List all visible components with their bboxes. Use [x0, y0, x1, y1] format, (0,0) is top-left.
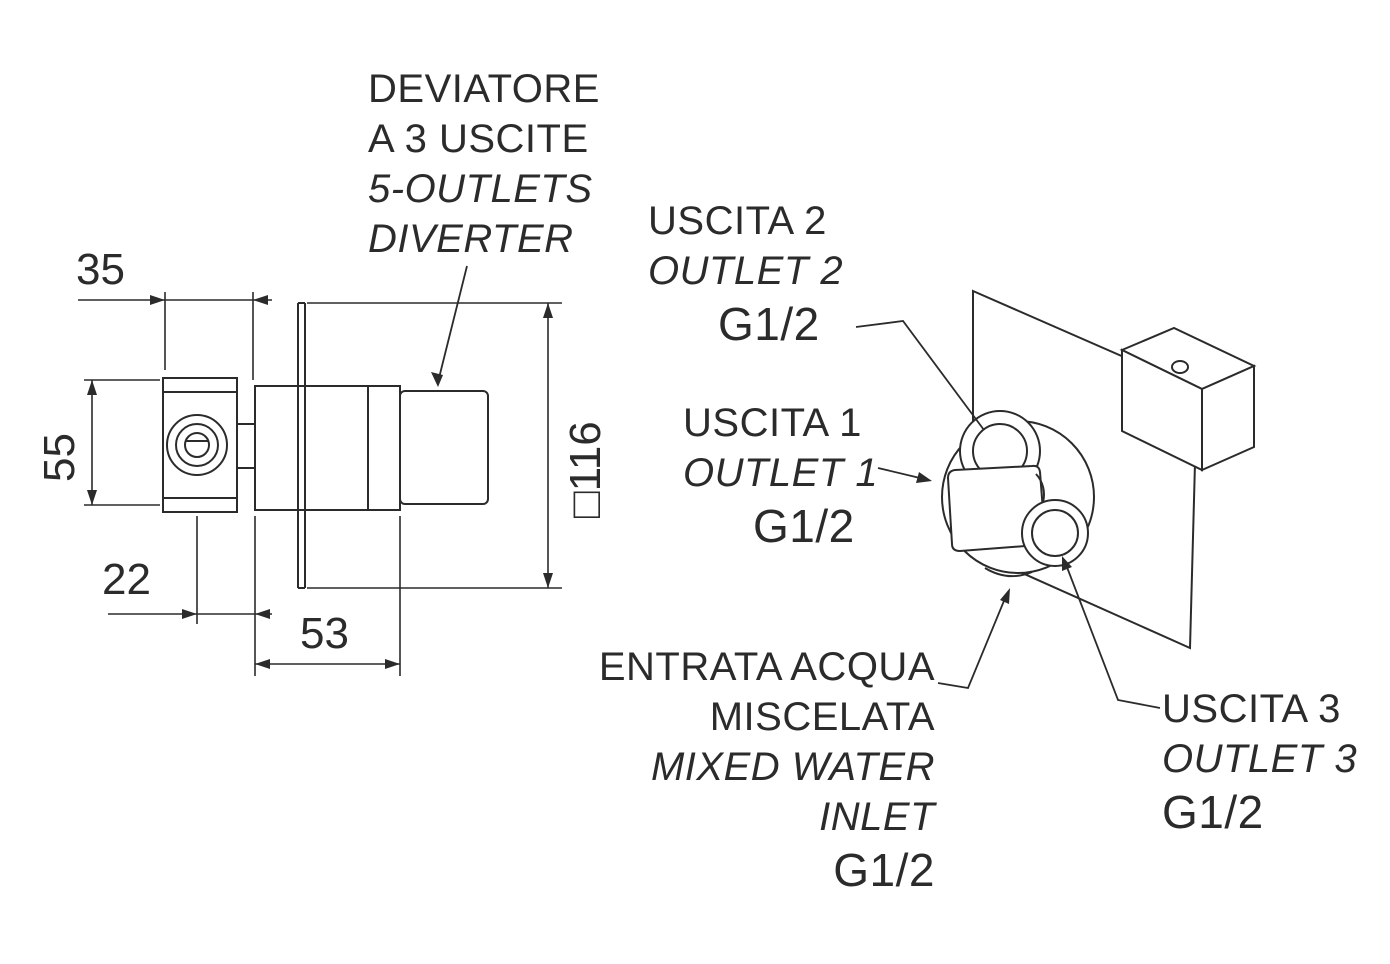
- flange-outline: [162, 377, 238, 513]
- outlet2-label-en: OUTLET 2: [648, 249, 844, 293]
- diverter-label: DEVIATORE A 3 USCITE 5-OUTLETS DIVERTER: [368, 64, 600, 264]
- arrowhead: [255, 609, 270, 619]
- valve-body-side: [254, 385, 401, 511]
- mount-box-front-face: [1121, 348, 1203, 472]
- arrowhead: [916, 472, 932, 483]
- outlet1-label-it: USCITA 1: [683, 401, 862, 445]
- dim-53-value: 53: [300, 609, 349, 658]
- flange-circle-outer: [166, 414, 228, 476]
- arrowhead: [182, 609, 197, 619]
- inlet-label-en-line2: INLET: [819, 795, 935, 839]
- knob-side: [399, 390, 489, 505]
- inlet-bottom-arc: [984, 567, 1033, 578]
- diverter-label-en-line2: DIVERTER: [368, 217, 574, 261]
- arrowhead: [87, 490, 97, 505]
- arrowhead: [87, 380, 97, 395]
- outlet3-port-inner: [1031, 509, 1079, 557]
- outlet1-label: USCITA 1 OUTLET 1 G1/2: [683, 398, 878, 556]
- connector-stem: [236, 423, 256, 469]
- outlet1-thread: G1/2: [753, 500, 855, 552]
- outlet3-label: USCITA 3 OUTLET 3 G1/2: [1162, 684, 1357, 842]
- inlet-label: ENTRATA ACQUA MISCELATA MIXED WATER INLE…: [563, 642, 935, 900]
- iso-view: [941, 289, 1257, 650]
- dim-116-value: □116: [561, 421, 610, 518]
- diverter-label-it-line2: A 3 USCITE: [368, 117, 589, 161]
- arrowhead: [543, 573, 553, 588]
- leader-lines: [437, 265, 1161, 709]
- leader-arrowheads: [431, 372, 1072, 604]
- inlet-thread: G1/2: [833, 844, 935, 896]
- diverter-leader: [437, 265, 468, 383]
- outlet1-label-en: OUTLET 1: [683, 451, 879, 495]
- diverter-label-en-line1: 5-OUTLETS: [368, 167, 593, 211]
- dimension-lines: [78, 292, 562, 676]
- outlet3-label-it: USCITA 3: [1162, 687, 1341, 731]
- inlet-leader: [937, 595, 1007, 690]
- dim-22-value: 22: [102, 555, 151, 604]
- side-view: [162, 302, 489, 589]
- arrowhead: [255, 659, 270, 669]
- arrowhead: [1062, 556, 1072, 571]
- dim-35-value: 35: [76, 245, 125, 294]
- mount-box-hole: [1171, 360, 1189, 374]
- dim-55-value: 55: [35, 433, 84, 482]
- arrowhead: [150, 295, 165, 305]
- inlet-label-en-line1: MIXED WATER: [650, 745, 935, 789]
- arrowhead: [385, 659, 400, 669]
- arrowhead: [1000, 588, 1010, 604]
- flange-circle-mid: [175, 423, 219, 467]
- dimension-arrowheads: [87, 295, 553, 669]
- outlet3-leader: [1064, 561, 1161, 709]
- diverter-label-it-line1: DEVIATORE: [368, 67, 600, 111]
- outlet2-leader: [855, 320, 985, 431]
- outlet3-thread: G1/2: [1162, 786, 1264, 838]
- outlet2-label-it: USCITA 2: [648, 199, 827, 243]
- flange-circle-inner: [184, 432, 210, 458]
- outlet1-block-arc: [1035, 473, 1045, 503]
- arrowhead: [253, 295, 268, 305]
- outlet1-leader: [877, 467, 921, 479]
- inlet-label-it-line1: ENTRATA ACQUA: [598, 645, 935, 689]
- arrowhead: [431, 372, 443, 387]
- outlet2-label: USCITA 2 OUTLET 2 G1/2: [648, 196, 843, 354]
- outlet3-label-en: OUTLET 3: [1162, 737, 1358, 781]
- outlet2-thread: G1/2: [718, 298, 820, 350]
- arrowhead: [543, 303, 553, 318]
- inlet-label-it-line2: MISCELATA: [709, 695, 935, 739]
